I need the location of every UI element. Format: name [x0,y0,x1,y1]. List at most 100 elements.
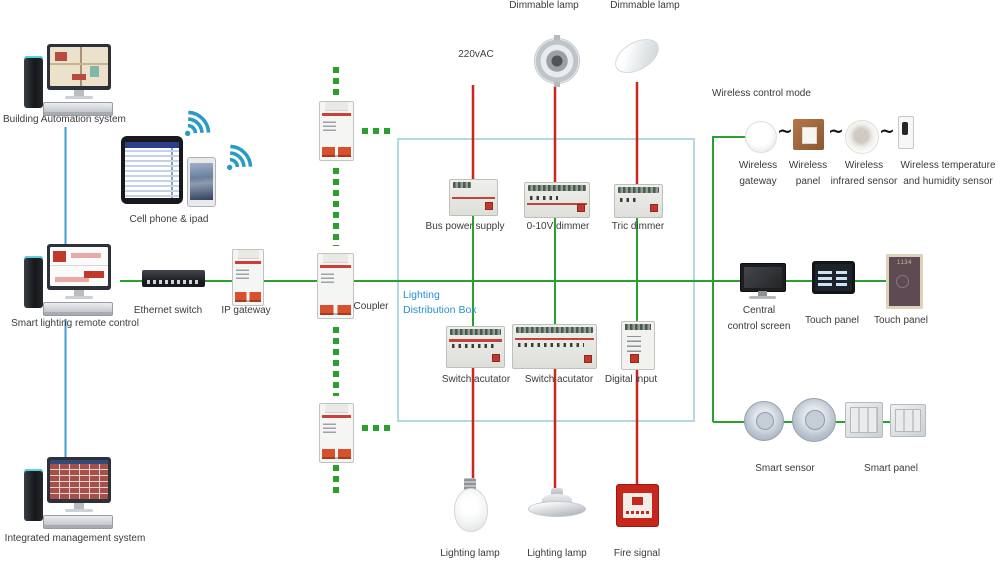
panel-rockers [895,409,921,432]
box-title-line1: Lighting [403,289,440,301]
central-screen-label-2: control screen [727,321,791,332]
tv-screen [740,263,786,292]
wireless-th-label-1: Wireless temperature [900,160,996,171]
module-markings [323,421,336,433]
computer-monitor [47,457,111,503]
bus-extension-dashed-lines [333,67,395,493]
module-stripe [452,196,495,200]
monitor-base [65,96,93,99]
module-terminal-row [625,324,651,330]
module-markings [321,271,334,283]
lighting-bulb-lamp [453,478,488,532]
module-terminals [320,305,351,315]
wireless-gateway-label-2: gateway [739,176,777,187]
wireless-control-mode-title: Wireless control mode [712,88,811,99]
touch-panel-2-label: Touch panel [874,315,928,326]
wireless-link-icon: ~ [777,120,793,142]
bus-power-supply-module [449,179,498,216]
smart-sensor-device-1 [744,401,784,441]
wireless-ir-label-1: Wireless [844,160,884,171]
lighting-highbay-lamp [528,488,586,518]
computer-tower [24,469,43,521]
wireless-link-icon: ~ [879,120,895,142]
dimmer-0-10v-module [524,182,590,218]
switch-actuator-1-label: Switch acutator [441,374,511,385]
module-stripe [322,113,351,116]
tric-dimmer-label: Tric dimmer [611,221,665,232]
cell-phone-ipad-label: Cell phone & ipad [129,214,209,225]
module-terminal-row [453,182,472,188]
wireless-th-label-2: and humidity sensor [903,176,993,187]
panel-time-display: 1134 [897,260,912,266]
module-terminal-row [528,185,586,191]
ipad-tablet [121,136,183,204]
power-red-lines [471,82,639,488]
wifi-signal-icon [226,144,253,171]
voltage-label: 220vAC [458,49,494,60]
module-terminal-row [516,327,593,333]
module-markings [323,119,336,131]
dimmable-lamp-2-label: Dimmable lamp [610,0,680,11]
module-markings [236,267,249,279]
monitor-base [65,296,93,299]
ethernet-switch [142,270,205,287]
switch-actuator-module-2 [512,324,597,369]
module-markings [627,336,641,352]
wireless-temp-humidity-device [898,116,914,149]
coupler-label: Coupler [353,301,389,312]
computer-tower [24,256,43,308]
keyboard [43,515,113,529]
integrated-management-computer [24,457,116,537]
box-title-line2: Distribution Box [403,304,477,316]
bulb-glass [454,488,488,532]
bus-power-supply-label: Bus power supply [425,221,505,232]
module-indicators [452,343,494,348]
computer-monitor [47,44,111,90]
smart-sensor-device-2 [792,398,836,442]
panel-rockers [850,407,878,433]
module-stripe [320,265,351,268]
fire-alarm-call-point [616,484,659,527]
lighting-lamp-1-label: Lighting lamp [440,548,500,559]
smart-panel-device-2 [890,404,926,437]
tv-base [749,296,776,299]
module-indicators [530,195,558,200]
dimmable-lamp-1-label: Dimmable lamp [509,0,579,11]
wireless-panel-label-1: Wireless [788,160,828,171]
wireless-gateway-label-1: Wireless [738,160,778,171]
wifi-signal-icon [184,110,211,137]
central-control-screen-device [740,263,786,301]
module-terminal-row [450,329,501,335]
module-terminals [235,292,261,302]
monitor-stand [74,503,84,509]
keyboard [43,302,113,316]
module-stripe [235,261,261,264]
fire-signal-label: Fire signal [613,548,661,559]
dimmable-downlight-lamp [534,35,580,87]
building-automation-label: Building Automation system [3,114,126,125]
module-button [492,354,500,362]
ip-gateway-module [232,249,264,306]
computer-tower [24,56,43,108]
coupler-module-top [319,101,354,161]
monitor-base [65,509,93,512]
central-screen-label-1: Central [742,305,776,316]
lamp-mount [551,488,563,498]
module-terminals [322,147,351,157]
tric-dimmer-module [614,184,663,218]
wireless-link-icon: ~ [828,120,844,142]
module-button [584,355,592,363]
bulb-base [464,478,476,491]
wireless-panel-label-2: panel [795,176,821,187]
touch-panel-1-label: Touch panel [805,315,859,326]
module-indicators [620,197,638,202]
lighting-control-screen [50,247,108,286]
integrated-management-label: Integrated management system [4,533,146,544]
lamp-brim [528,501,586,517]
keyboard [43,102,113,116]
module-stripe [322,415,351,418]
computer-monitor [47,244,111,290]
coupler-module-bottom [319,403,354,463]
module-button [630,354,639,363]
